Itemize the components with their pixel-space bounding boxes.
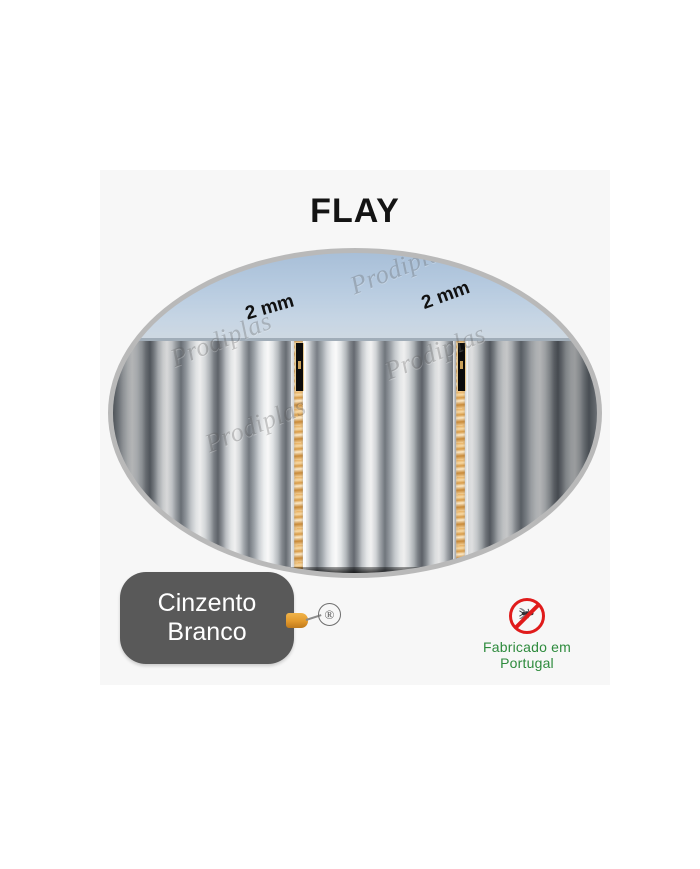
page-title: FLAY	[310, 192, 400, 230]
color-variant-line-2: Branco	[167, 618, 247, 646]
photo-sky-background	[113, 253, 597, 341]
color-variant-badge[interactable]: Cinzento Branco	[120, 572, 294, 664]
trademark-peg-group: ®	[286, 602, 342, 638]
clip-marker-icon	[457, 343, 466, 391]
origin-badge: Fabricado em Portugal	[456, 598, 598, 671]
wooden-peg-icon	[286, 613, 308, 628]
origin-label: Fabricado em Portugal	[483, 639, 571, 671]
no-insect-ring	[509, 598, 545, 634]
color-variant-line-1: Cinzento	[157, 588, 257, 617]
no-insect-icon	[509, 598, 545, 634]
slat-wall	[113, 341, 597, 573]
registered-trademark-icon: ®	[318, 603, 341, 626]
clip-marker-icon	[295, 343, 304, 391]
